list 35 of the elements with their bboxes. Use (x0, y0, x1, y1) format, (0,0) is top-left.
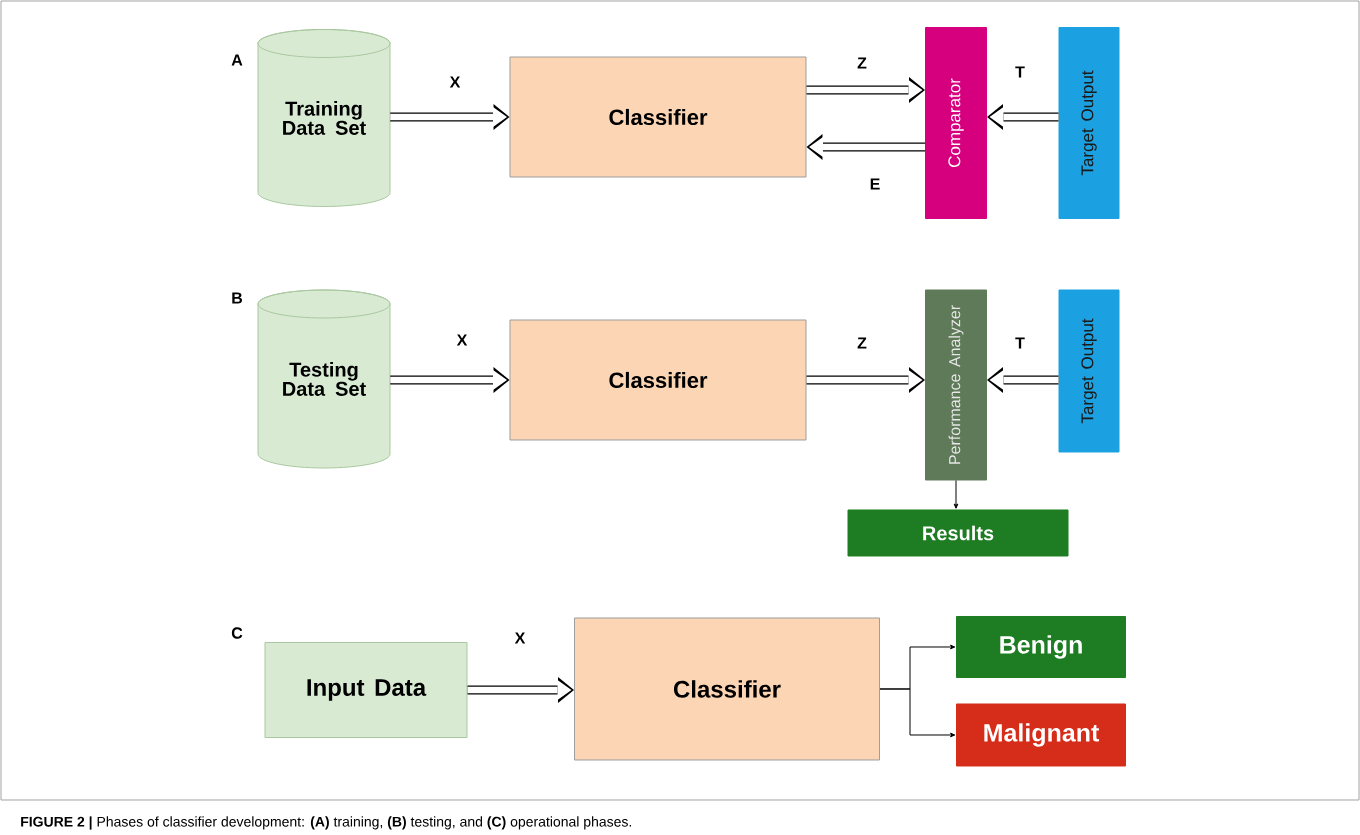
panel-label: A (231, 54, 243, 66)
process-box: Classifier (574, 617, 880, 761)
analyzer-bar: Performance Analyzer (925, 289, 987, 481)
edge-label: T (1014, 65, 1026, 79)
edge-label: Z (856, 336, 868, 350)
panel-label: B (232, 292, 243, 304)
input-box: Input Data (264, 642, 468, 738)
comparator-bar: Comparator (925, 27, 987, 219)
hollow-arrow (806, 134, 925, 160)
hollow-arrow (806, 77, 925, 103)
panel-label: C (231, 627, 243, 639)
edge-label: Z (856, 56, 868, 70)
caption: FIGURE 2 | Phases of classifier development: (A) training, (B) testing, and (C) operational phases. (21, 816, 632, 830)
edge-label: X (455, 333, 469, 347)
target-output-bar: Target Output (1058, 27, 1120, 219)
edge-label: X (448, 75, 462, 89)
arrow (953, 480, 959, 509)
hollow-arrow (987, 104, 1059, 130)
arrow (879, 688, 956, 738)
output-box: Malignant (956, 703, 1126, 767)
edge-label: T (1014, 336, 1026, 350)
output-box: Benign (956, 616, 1126, 678)
edge-label: X (513, 631, 527, 645)
hollow-arrow (390, 104, 510, 130)
result-box: Results (847, 509, 1069, 557)
database-cylinder: Testing Data Set (257, 289, 391, 469)
hollow-arrow (806, 367, 925, 393)
database-cylinder: Training Data Set (257, 29, 391, 207)
process-box: Classifier (509, 319, 807, 441)
hollow-arrow (987, 367, 1059, 393)
target-output-bar: Target Output (1058, 289, 1120, 453)
hollow-arrow (390, 367, 510, 393)
edge-label: E (868, 177, 882, 191)
process-box: Classifier (509, 56, 807, 178)
hollow-arrow (467, 677, 574, 703)
